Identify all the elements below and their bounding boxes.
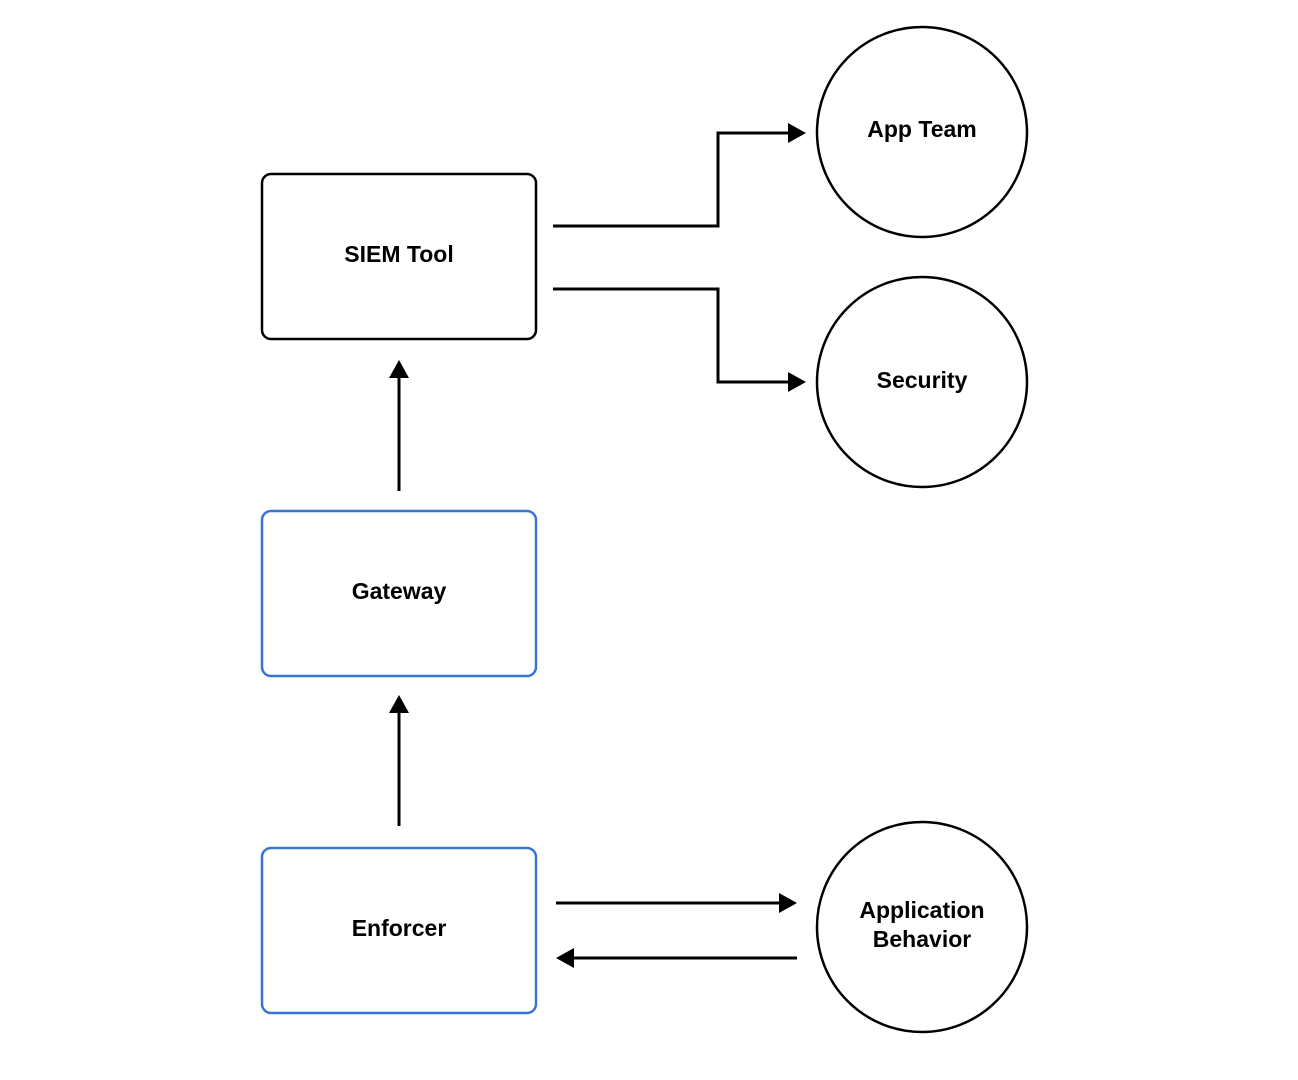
node-security: Security [815, 275, 1029, 489]
node-enforcer: Enforcer [260, 846, 538, 1015]
gateway-box [260, 509, 538, 678]
app-team-label: App Team [867, 116, 976, 142]
security-label: Security [877, 367, 968, 393]
arrowhead-application-behavior-to-enforcer [556, 948, 574, 968]
gateway-label: Gateway [352, 578, 447, 604]
node-app-team: App Team [815, 25, 1029, 239]
edges [389, 123, 806, 968]
app-team-circle [815, 25, 1029, 239]
node-siem-tool: SIEM Tool [260, 172, 538, 341]
arrowhead-siem-tool-to-app-team [788, 123, 806, 143]
security-circle [815, 275, 1029, 489]
edge-siem-tool-to-app-team [553, 131, 788, 228]
node-gateway: Gateway [260, 509, 538, 678]
arrowhead-siem-tool-to-security [788, 372, 806, 392]
arrowhead-gateway-to-siem-tool [389, 360, 409, 378]
enforcer-box [260, 846, 538, 1015]
edge-siem-tool-to-security [553, 287, 788, 384]
application-behavior-circle [815, 820, 1029, 1034]
application-behavior-label-line-2: Behavior [873, 926, 971, 952]
siem-tool-box [260, 172, 538, 341]
arrowhead-enforcer-to-gateway [389, 695, 409, 713]
siem-tool-label: SIEM Tool [344, 241, 453, 267]
node-application-behavior: Application Behavior [815, 820, 1029, 1034]
enforcer-label: Enforcer [352, 915, 447, 941]
application-behavior-label-line-1: Application [859, 897, 984, 923]
arrowhead-enforcer-to-application-behavior [779, 893, 797, 913]
